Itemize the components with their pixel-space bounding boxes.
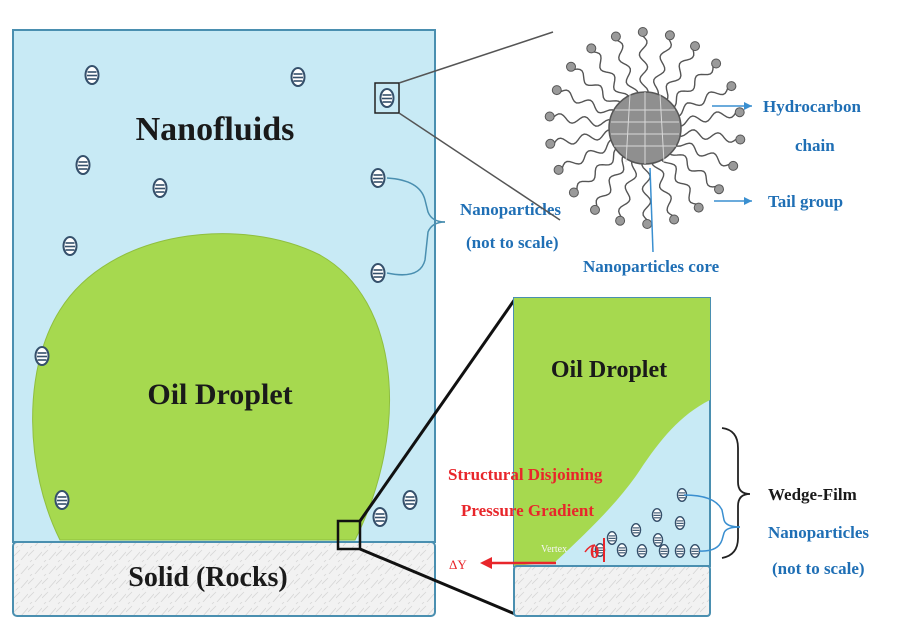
hydrocarbon-chain: [667, 66, 714, 109]
hydrocarbon-chain: [674, 111, 737, 127]
vertex-label: Vertex: [541, 544, 567, 555]
zoom-line: [358, 298, 517, 522]
hydrocarbon-chain: [667, 147, 716, 188]
hydrocarbon-chain: [553, 129, 616, 145]
nanoparticle-icon: [290, 67, 306, 87]
delta-y-label: ΔY: [449, 557, 467, 572]
nanoparticle-icon: [370, 168, 386, 188]
zoom-line: [398, 31, 554, 84]
hydrocarbon-chain: [593, 51, 630, 104]
wedge-film-brace: [721, 427, 751, 559]
tail-group-bead: [693, 202, 704, 213]
nanoparticle-icon: [379, 88, 395, 108]
tail-group-bead: [553, 164, 564, 175]
hydrocarbon-chain: [616, 39, 639, 100]
hydrocarbon-chain: [652, 38, 673, 100]
rock-label: Solid (Rocks): [128, 562, 287, 593]
hydrocarbon-chains: [544, 27, 746, 229]
tail-group-bead: [610, 31, 621, 42]
hydrocarbon-chain: [671, 87, 729, 117]
arrow-icon: [744, 197, 752, 205]
pointer-line: [649, 167, 654, 253]
tail-group-bead: [714, 184, 724, 195]
tail-group-bead: [551, 85, 562, 96]
nanoparticles-label: Nanoparticles: [460, 200, 561, 219]
chain-label: chain: [795, 136, 835, 155]
nanoparticle-icon: [54, 490, 70, 510]
hydrocarbon-chain: [641, 157, 652, 221]
zoom-line: [398, 112, 561, 221]
tail-group-bead: [545, 138, 556, 149]
tail-group-bead: [735, 134, 746, 145]
tail-group-bead: [568, 187, 579, 198]
nanoparticle-detail: Hydrocarbon chain Tail group Nanoparticl…: [544, 27, 861, 276]
arrow-icon: [744, 102, 752, 110]
tail-group-bead: [544, 111, 555, 122]
hydrocarbon-chain: [560, 89, 619, 117]
not-to-scale-label: (not to scale): [466, 233, 559, 252]
nanoparticle-icon: [34, 346, 50, 366]
wedge-detail: Oil Droplet θ Vertex ΔY: [449, 297, 711, 617]
tail-group-bead: [590, 204, 600, 215]
wedge-callout-line: [698, 526, 741, 552]
nanoparticle-icon: [152, 178, 168, 198]
sdp-label-line1: Structural Disjoining: [448, 465, 603, 484]
wedge-not-to-scale-label: (not to scale): [772, 559, 865, 578]
tail-group-bead: [615, 215, 626, 226]
tail-group-bead: [728, 160, 739, 171]
tail-group-bead: [642, 219, 653, 229]
hydrocarbon-chain: [660, 152, 697, 205]
core-texture: [611, 92, 679, 164]
tail-group-bead: [664, 30, 675, 41]
nanoparticle-icon: [75, 155, 91, 175]
hydrocarbon-chain: [553, 113, 616, 127]
arrow-left-icon: [480, 557, 492, 569]
hydrocarbon-chain: [671, 139, 730, 167]
core-label: Nanoparticles core: [583, 257, 720, 276]
tail-group-bead: [726, 81, 737, 92]
tail-group-label: Tail group: [768, 192, 843, 211]
tail-group-bead: [734, 107, 745, 118]
hydrocarbon-chain: [574, 68, 623, 109]
sdp-label-line2: Pressure Gradient: [461, 501, 594, 520]
theta-label: θ: [590, 542, 599, 562]
hydrocarbon-chain: [576, 147, 623, 190]
wedge-oil-region: [514, 298, 710, 566]
wedge-rock: [513, 565, 711, 617]
hydrocarbon-chain: [660, 49, 695, 104]
wedge-film-label: Wedge-Film: [768, 485, 857, 504]
tail-group-bead: [690, 41, 700, 52]
nanofluids-title: Nanofluids: [136, 111, 295, 148]
oil-droplet-shape: [32, 233, 391, 541]
nanoparticle-icon: [62, 236, 78, 256]
theta-arc: [584, 544, 596, 553]
wedge-nanoparticles-label: Nanoparticles: [768, 523, 869, 542]
wedge-callout-line: [683, 494, 741, 528]
zoom-box-particle: [374, 82, 400, 114]
nanoparticle-icon: [370, 263, 386, 283]
hydrocarbon-chain: [595, 152, 630, 207]
nanoparticle-icon: [372, 507, 388, 527]
nanoparticle-icon: [402, 490, 418, 510]
hydrocarbon-label: Hydrocarbon: [763, 97, 861, 116]
hydrocarbon-chain: [617, 156, 638, 218]
tail-group-bead: [586, 43, 597, 54]
zoom-line: [359, 547, 516, 616]
hydrocarbon-chain: [674, 129, 737, 143]
tail-group-bead: [669, 214, 680, 225]
tail-group-bead: [711, 58, 722, 69]
oil-droplet-label: Oil Droplet: [147, 378, 292, 411]
tail-group-bead: [637, 27, 648, 37]
tail-group-bead: [566, 61, 576, 72]
wedge-oil-label: Oil Droplet: [551, 357, 667, 383]
nanoparticle-icon: [84, 65, 100, 85]
hydrocarbon-chain: [561, 139, 619, 169]
hydrocarbon-chain: [638, 35, 649, 99]
zoom-box-contact: [336, 519, 362, 551]
main-panel: Nanofluids Oil Droplet Solid (Rocks): [12, 29, 436, 617]
hydrocarbon-chain: [651, 156, 674, 217]
